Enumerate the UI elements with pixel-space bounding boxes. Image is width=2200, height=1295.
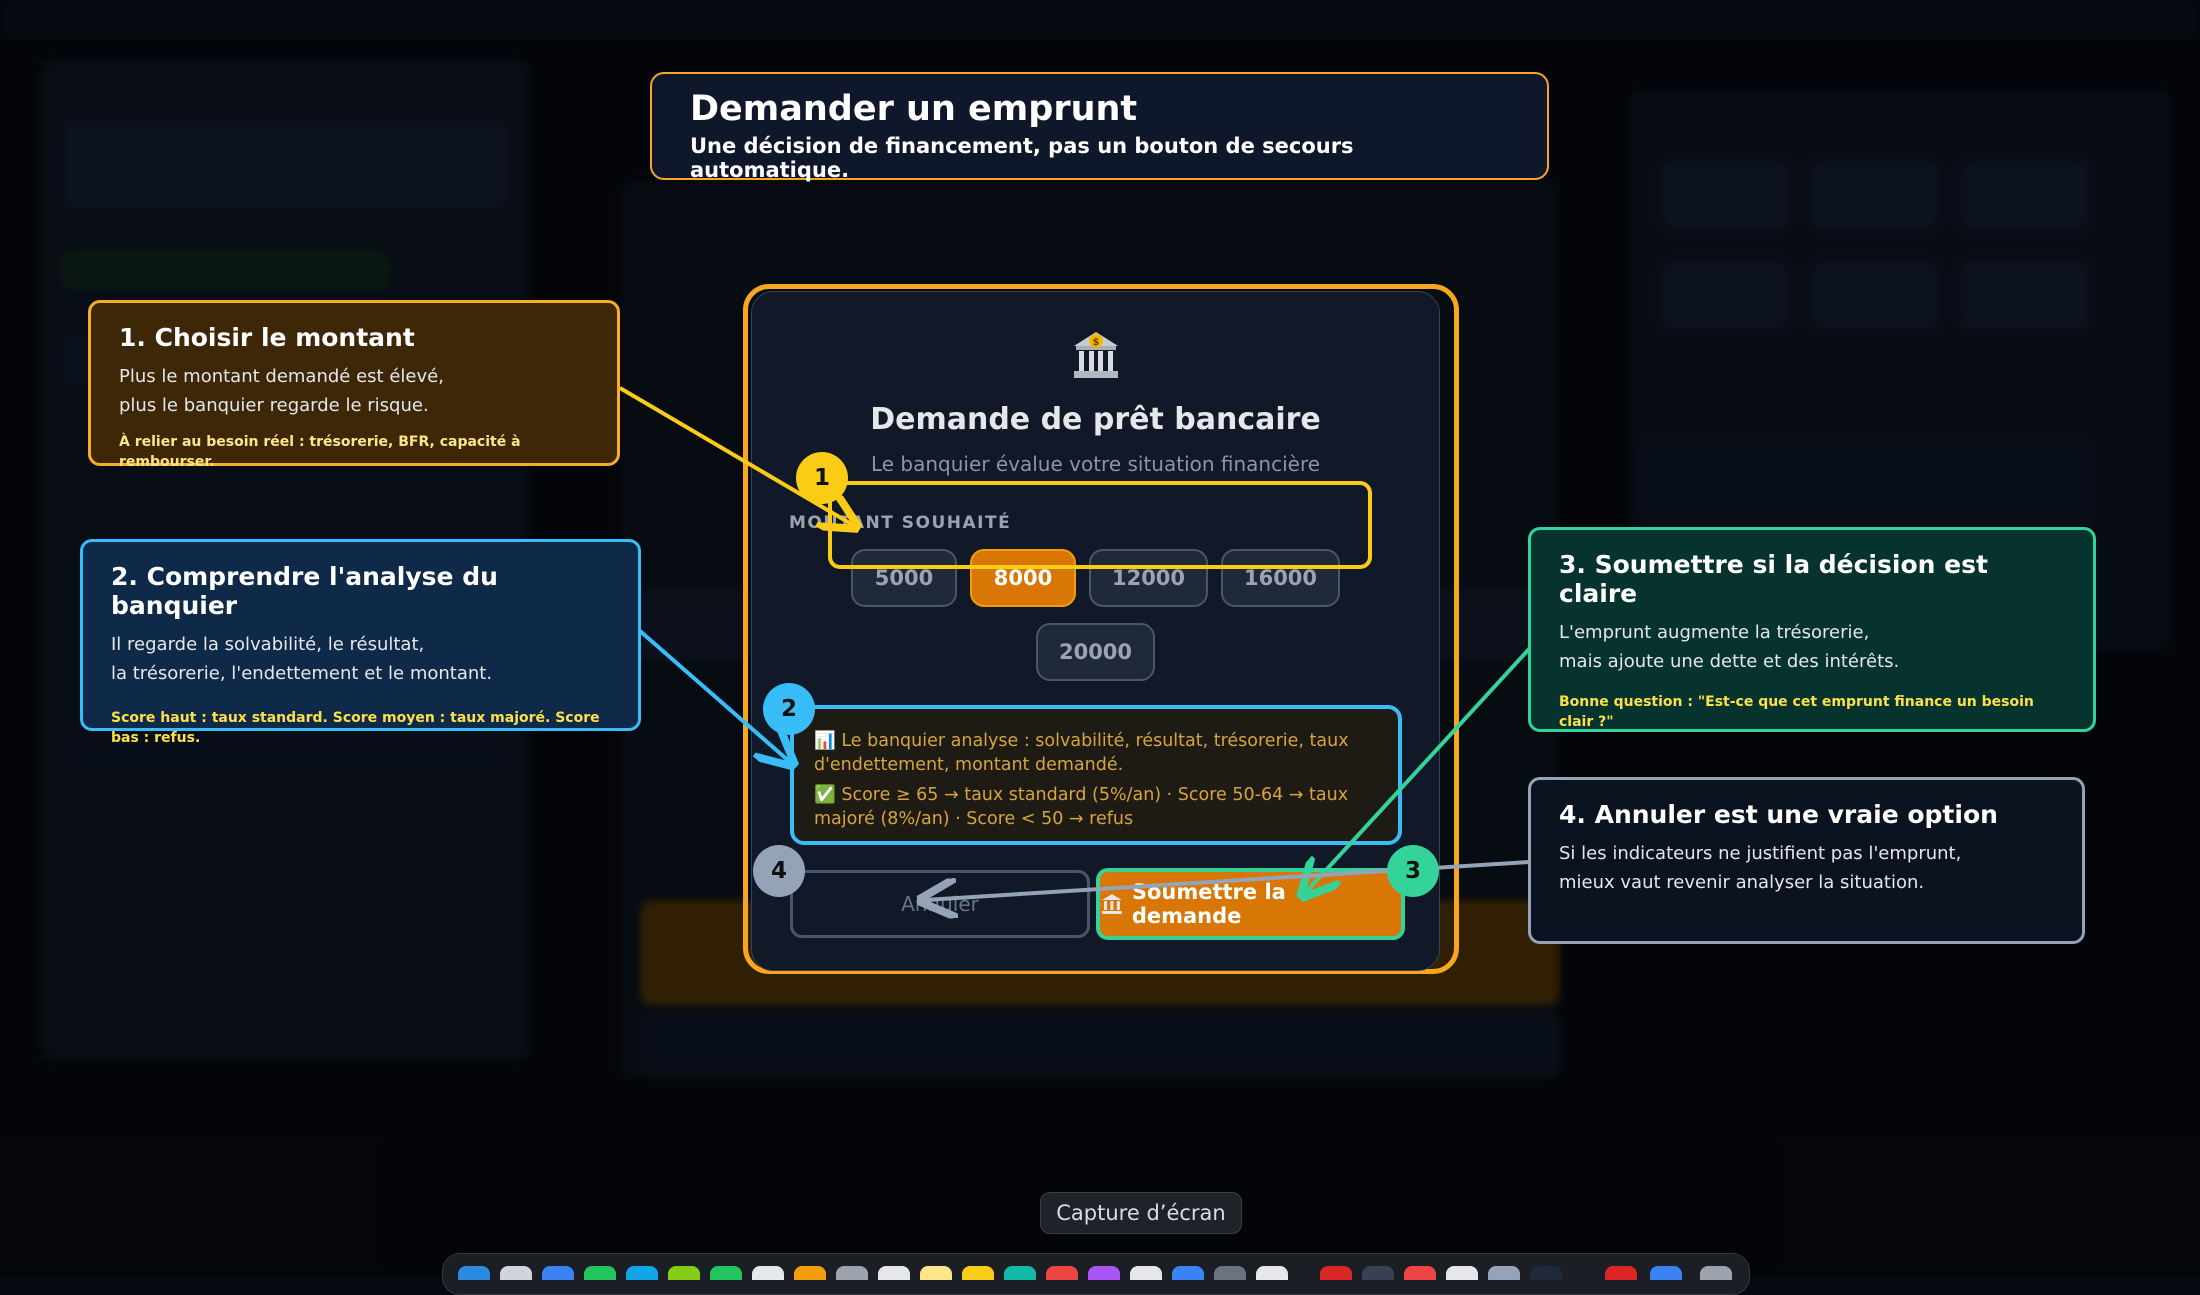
app-icon[interactable] <box>794 1266 826 1280</box>
trash-icon[interactable] <box>1700 1266 1732 1280</box>
app-icon[interactable] <box>962 1266 994 1280</box>
callout-3-title: 3. Soumettre si la décision est claire <box>1559 550 1988 608</box>
app-icon[interactable] <box>1605 1266 1637 1280</box>
modal-subtitle: Le banquier évalue votre situation finan… <box>870 452 1321 476</box>
callout-2-line1: Il regarde la solvabilité, le résultat, <box>111 634 425 655</box>
amount-option-8000[interactable]: 8000 <box>970 549 1076 607</box>
app-icon[interactable] <box>500 1266 532 1280</box>
app-icon[interactable] <box>1004 1266 1036 1280</box>
step-badge-2: 2 <box>763 683 815 735</box>
page-subtitle: Une décision de financement, pas un bout… <box>690 133 1354 182</box>
app-icon[interactable] <box>836 1266 868 1280</box>
step-badge-1: 1 <box>796 452 848 504</box>
step-badge-3: 3 <box>1387 845 1439 897</box>
app-icon[interactable] <box>668 1266 700 1280</box>
app-icon[interactable] <box>1404 1266 1436 1280</box>
amount-option-5000[interactable]: 5000 <box>851 549 957 607</box>
app-icon[interactable] <box>1046 1266 1078 1280</box>
app-icon[interactable] <box>1320 1266 1352 1280</box>
callout-4-line2: mieux vaut revenir analyser la situation… <box>1559 872 1925 893</box>
screenshot-tooltip: Capture d’écran <box>1040 1192 1242 1234</box>
arrow-step-3 <box>1305 646 1532 893</box>
app-icon[interactable] <box>752 1266 784 1280</box>
page-title: Demander un emprunt <box>690 89 1138 129</box>
callout-1-note: À relier au besoin réel : trésorerie, BF… <box>119 434 521 470</box>
svg-text:$: $ <box>1093 337 1100 348</box>
bank-icon: $ <box>1074 332 1118 378</box>
bank-icon <box>1101 894 1122 914</box>
analysis-criteria: 📊 Le banquier analyse : solvabilité, rés… <box>814 731 1349 775</box>
app-icon[interactable] <box>878 1266 910 1280</box>
app-icon[interactable] <box>1488 1266 1520 1280</box>
app-icon[interactable] <box>1362 1266 1394 1280</box>
callout-4-line1: Si les indicateurs ne justifient pas l'e… <box>1559 843 1962 864</box>
app-icon[interactable] <box>1130 1266 1162 1280</box>
downloads-folder-icon[interactable] <box>1650 1266 1682 1280</box>
callout-1-title: 1. Choisir le montant <box>119 323 415 352</box>
amount-option-16000[interactable]: 16000 <box>1221 549 1340 607</box>
banker-analysis-box: 📊 Le banquier analyse : solvabilité, rés… <box>790 705 1402 845</box>
finder-icon[interactable] <box>458 1266 490 1280</box>
app-icon[interactable] <box>1530 1266 1562 1280</box>
app-icon[interactable] <box>1088 1266 1120 1280</box>
modal-title: Demande de prêt bancaire <box>870 402 1321 437</box>
callout-4-title: 4. Annuler est une vraie option <box>1559 800 1998 829</box>
app-icon[interactable] <box>1214 1266 1246 1280</box>
callout-3-line2: mais ajoute une dette et des intérêts. <box>1559 651 1900 672</box>
app-icon[interactable] <box>626 1266 658 1280</box>
step-badge-4: 4 <box>753 845 805 897</box>
app-icon[interactable] <box>584 1266 616 1280</box>
callout-step-4: 4. Annuler est une vraie option Si les i… <box>1528 777 2085 944</box>
title-card: Demander un emprunt Une décision de fina… <box>650 72 1549 182</box>
callout-3-note: Bonne question : "Est-ce que cet emprunt… <box>1559 694 2034 730</box>
callout-step-3: 3. Soumettre si la décision est claire L… <box>1528 527 2096 732</box>
callout-1-line2: plus le banquier regarde le risque. <box>119 395 429 416</box>
app-icon[interactable] <box>710 1266 742 1280</box>
arrow-step-2 <box>638 629 790 762</box>
app-icon[interactable] <box>1172 1266 1204 1280</box>
app-icon[interactable] <box>1446 1266 1478 1280</box>
amount-option-12000[interactable]: 12000 <box>1089 549 1208 607</box>
analysis-scoring: ✅ Score ≥ 65 → taux standard (5%/an) · S… <box>814 785 1349 829</box>
callout-2-line2: la trésorerie, l'endettement et le monta… <box>111 663 493 684</box>
app-icon[interactable] <box>1256 1266 1288 1280</box>
callout-1-line1: Plus le montant demandé est élevé, <box>119 366 444 387</box>
callout-2-title: 2. Comprendre l'analyse du banquier <box>111 562 498 620</box>
callout-step-1: 1. Choisir le montant Plus le montant de… <box>88 300 620 470</box>
callout-step-2: 2. Comprendre l'analyse du banquier Il r… <box>80 539 641 746</box>
modal-highlight <box>743 284 1459 974</box>
callout-3-line1: L'emprunt augmente la trésorerie, <box>1559 622 1870 643</box>
amount-option-20000[interactable]: 20000 <box>1036 623 1155 681</box>
app-icon[interactable] <box>920 1266 952 1280</box>
app-icon[interactable] <box>542 1266 574 1280</box>
callout-2-note: Score haut : taux standard. Score moyen … <box>111 710 600 746</box>
